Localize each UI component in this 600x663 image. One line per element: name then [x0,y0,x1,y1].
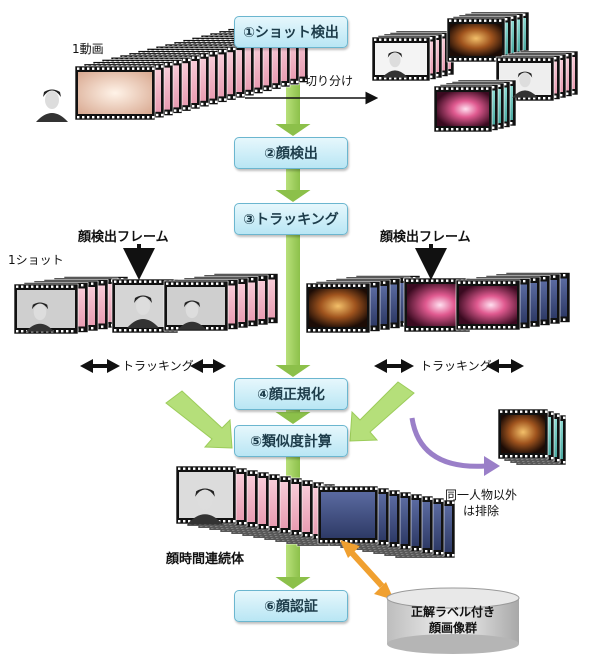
tracking-arrow-right-b [486,359,524,373]
right-shot-stack-2 [455,272,571,331]
step-face-detection: ②顔検出 [234,137,348,169]
exclude-label: 同一人物以外 は排除 [445,487,517,519]
database-label-line1: 正解ラベル付き [410,605,495,619]
step-tracking: ③トラッキング [234,203,348,235]
flow-arrow-4-5 [275,409,311,424]
split-label: 切り分け [305,74,354,88]
tracking-label-left: トラッキング [122,359,194,373]
tracking-arrow-left-b [190,359,226,373]
connector-arrows [80,91,524,654]
flow-arrow-2-3 [275,168,311,202]
film-strips [13,11,579,559]
exclude-arrow [409,417,487,469]
face-frame-label-left: 顔検出フレーム [78,230,169,245]
shot-label: 1ショット [8,253,64,267]
diag-arrow-right [349,381,415,442]
excluded-stack [497,408,567,466]
tracking-label-right: トラッキング [420,359,492,373]
tracking-arrow-right-a [374,359,414,373]
video-film-stack [74,28,309,121]
database-label-line2: 顔画像群 [428,621,477,635]
continuum-stack-blue [317,485,456,559]
left-shot-stack-1 [13,276,129,335]
continuum-label: 顔時間連続体 [166,552,245,567]
right-shot-stack-1 [305,275,421,334]
step-face-normalization: ④顔正規化 [234,378,348,410]
shot-stack-b [446,11,530,63]
database-label: 正解ラベル付き 顔画像群 [388,604,518,636]
step-similarity: ⑤類似度計算 [234,425,348,457]
shot-stack-d [433,79,517,133]
step-face-recognition: ⑥顔認証 [234,590,348,622]
video-label: 1動画 [72,42,104,56]
exclude-arrow-head [484,456,500,476]
face-frame-label-right: 顔検出フレーム [380,230,471,245]
diag-arrow-left [165,390,233,449]
database-cylinder [386,587,520,654]
flow-arrow-3-4 [275,234,311,377]
exclude-label-line1: 同一人物以外 [445,488,518,502]
step-shot-detection: ①ショット検出 [234,16,348,48]
tracking-arrow-left-a [80,359,120,373]
left-shot-stack-2 [163,273,279,332]
exclude-label-line2: は排除 [463,504,500,518]
shot-stack-a [371,30,455,82]
